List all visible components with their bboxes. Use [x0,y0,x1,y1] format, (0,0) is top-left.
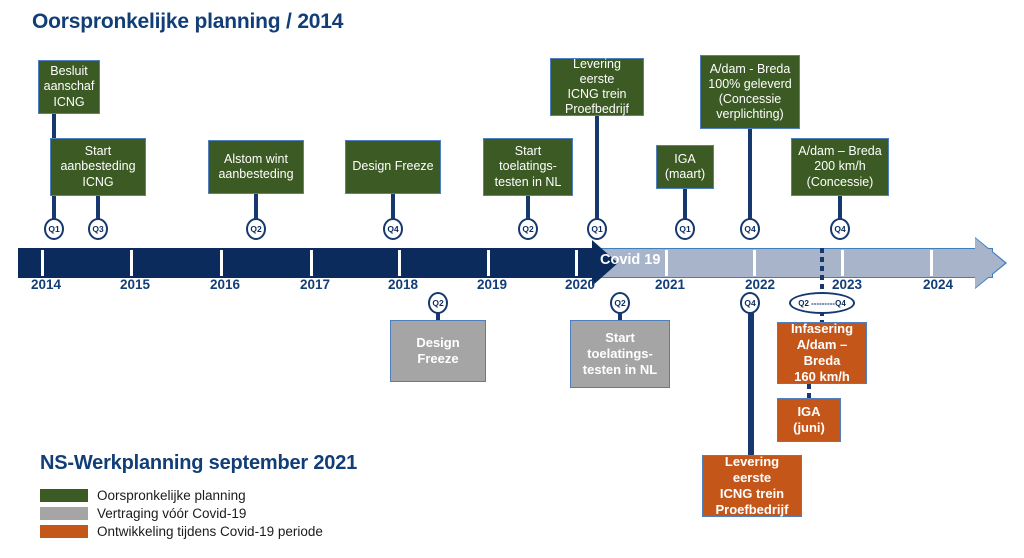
legend-label: Oorspronkelijke planning [97,488,246,503]
legend-item-0: Oorspronkelijke planning [40,488,246,503]
year-label-2015: 2015 [119,277,151,292]
year-label-2021: 2021 [654,277,686,292]
year-label-2024: 2024 [922,277,954,292]
event-box-label: IGA(juni) [793,404,825,435]
connector-line [748,129,752,226]
legend-title: NS-Werkplanning september 2021 [40,452,358,474]
quarter-marker[interactable]: Q1 [675,218,695,240]
quarter-marker[interactable]: Q2 ---------Q4 [789,292,855,314]
legend-swatch [40,507,88,520]
year-tick [487,250,490,276]
legend-swatch [40,489,88,502]
event-box-label: IGA(maart) [664,151,706,181]
year-label-2022: 2022 [744,277,776,292]
legend-item-2: Ontwikkeling tijdens Covid-19 periode [40,524,323,539]
connector-line [820,248,824,324]
year-label-2017: 2017 [299,277,331,292]
quarter-marker[interactable]: Q3 [88,218,108,240]
connector-line [96,196,100,226]
event-box-design-freeze[interactable]: Design Freeze [345,140,441,194]
year-label-2014: 2014 [30,277,62,292]
timeline-bar-dark [18,248,593,278]
connector-line [748,305,752,457]
quarter-marker[interactable]: Q4 [830,218,850,240]
covid-19-label: Covid 19 [600,252,661,268]
year-tick [665,250,668,276]
connector-line [254,194,258,226]
year-tick [930,250,933,276]
year-label-2023: 2023 [831,277,863,292]
quarter-marker[interactable]: Q2 [610,292,630,314]
timeline-arrowhead-light [975,238,1005,288]
connector-line [526,196,530,226]
connector-line [595,116,599,226]
event-box-design-freeze-delay[interactable]: Design Freeze [390,320,486,382]
quarter-marker[interactable]: Q4 [740,218,760,240]
page-title: Oorspronkelijke planning / 2014 [32,10,344,33]
year-tick [398,250,401,276]
event-box-label: Design Freeze [352,159,434,174]
event-box-iga-juni[interactable]: IGA(juni) [777,398,841,442]
connector-line [838,196,842,226]
year-tick [41,250,44,276]
timeline-arrowhead-dark [592,240,618,286]
connector-line [807,384,811,400]
event-box-label: Design Freeze [416,335,460,366]
year-tick [841,250,844,276]
quarter-marker[interactable]: Q2 [518,218,538,240]
legend-swatch [40,525,88,538]
quarter-marker[interactable]: Q4 [383,218,403,240]
quarter-marker[interactable]: Q1 [587,218,607,240]
connector-line [391,194,395,226]
year-tick [130,250,133,276]
quarter-marker[interactable]: Q2 [428,292,448,314]
year-tick [220,250,223,276]
year-tick [575,250,578,276]
event-box-iga-maart[interactable]: IGA(maart) [656,145,714,189]
quarter-marker[interactable]: Q1 [44,218,64,240]
connector-line [683,189,687,226]
legend-label: Vertraging vóór Covid-19 [97,506,247,521]
year-label-2020: 2020 [564,277,596,292]
legend-label: Ontwikkeling tijdens Covid-19 periode [97,524,323,539]
year-label-2019: 2019 [476,277,508,292]
year-label-2018: 2018 [387,277,419,292]
connector-line [750,305,754,457]
year-label-2016: 2016 [209,277,241,292]
quarter-marker[interactable]: Q2 [246,218,266,240]
quarter-marker[interactable]: Q4 [740,292,760,314]
legend-item-1: Vertraging vóór Covid-19 [40,506,246,521]
year-tick [753,250,756,276]
year-tick [310,250,313,276]
